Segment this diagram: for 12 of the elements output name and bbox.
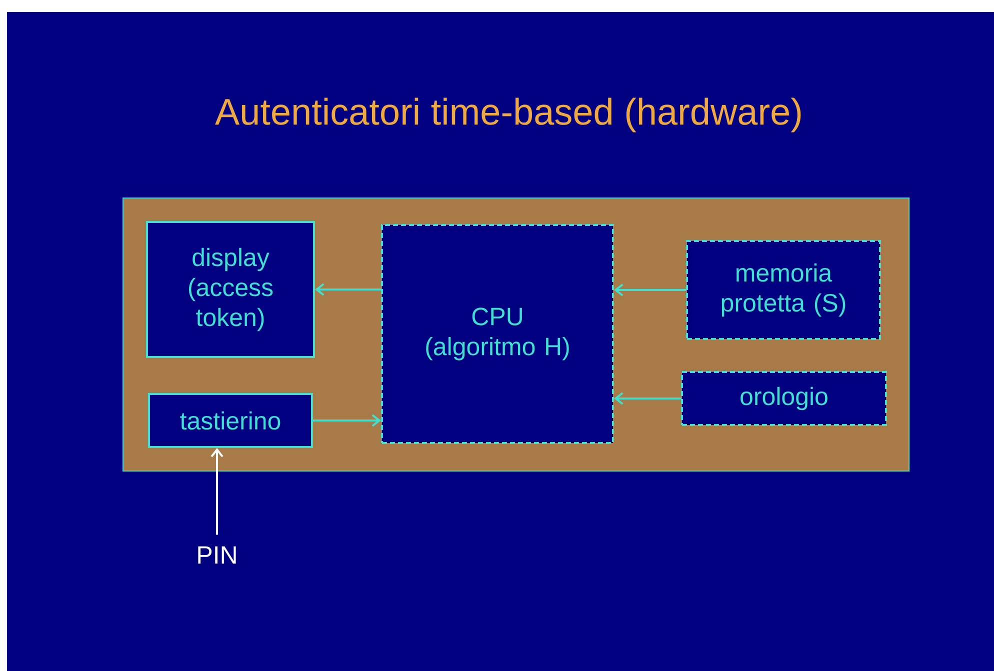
arrow bbox=[313, 414, 381, 427]
arrow bbox=[614, 284, 686, 296]
component-box: display (access token) bbox=[146, 221, 315, 358]
component-box: tastierino bbox=[148, 393, 313, 448]
component-box: memoria protetta (S) bbox=[686, 240, 881, 340]
arrow bbox=[315, 283, 381, 296]
title: Autenticatori time-based (hardware) bbox=[215, 98, 801, 132]
component-box: CPU (algoritmo H) bbox=[381, 224, 614, 444]
arrow bbox=[210, 448, 224, 535]
arrow bbox=[614, 392, 681, 405]
input-label: PIN bbox=[198, 546, 236, 564]
component-box: orologio bbox=[681, 371, 887, 426]
